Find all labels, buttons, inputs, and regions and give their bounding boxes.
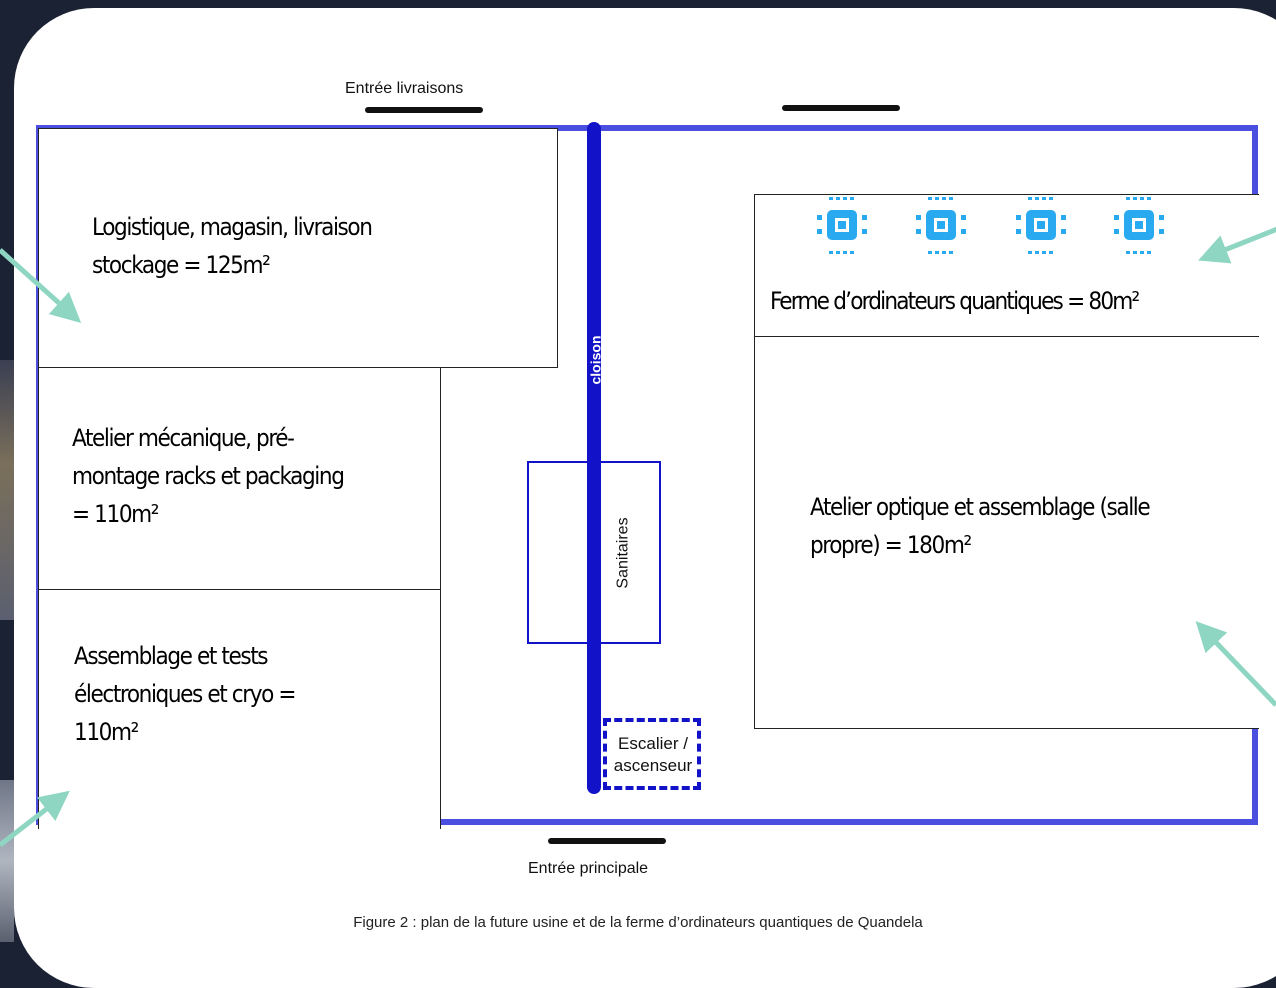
room-optics xyxy=(754,336,1259,729)
room-mechanics-line-3: = 110m² xyxy=(72,500,159,528)
room-logistics-line-2: stockage = 125m² xyxy=(92,251,271,279)
figure-caption: Figure 2 : plan de la future usine et de… xyxy=(353,914,923,931)
room-electronics-line-3: 110m² xyxy=(74,718,139,746)
room-optics-label: Atelier optique et assemblage (salle pro… xyxy=(810,488,1151,564)
background-photo-strip xyxy=(0,360,14,620)
cpu-chip-icon xyxy=(817,197,867,254)
room-electronics xyxy=(38,589,441,829)
main-entrance-label: Entrée principale xyxy=(528,860,649,877)
stairs-label-line-2: ascenseur xyxy=(613,756,693,775)
room-electronics-line-2: électroniques et cryo = xyxy=(74,680,296,708)
arrow-to-electronics xyxy=(0,790,70,847)
room-optics-line-2: propre) = 180m² xyxy=(810,531,972,559)
room-electronics-line-1: Assemblage et tests xyxy=(74,642,269,670)
room-optics-line-1: Atelier optique et assemblage (salle xyxy=(810,493,1151,521)
background-photo-strip xyxy=(0,780,14,942)
delivery-door xyxy=(365,107,483,113)
cpu-chip-icon xyxy=(916,197,966,254)
cpu-chip-icon xyxy=(1114,197,1164,254)
room-logistics-label: Logistique, magasin, livraison stockage … xyxy=(92,208,373,284)
main-door xyxy=(548,838,666,844)
cpu-chip-icon xyxy=(1016,197,1066,254)
side-door xyxy=(782,105,900,111)
partition-wall xyxy=(587,122,601,794)
room-mechanics-line-1: Atelier mécanique, pré- xyxy=(72,424,295,452)
arrow-to-quantum-farm xyxy=(1198,226,1276,264)
room-logistics xyxy=(38,128,558,368)
arrow-to-optics xyxy=(1195,621,1276,707)
stairs-label-line-1: Escalier / xyxy=(618,734,688,753)
arrow-to-logistics xyxy=(0,248,82,324)
room-quantum-farm-label: Ferme d’ordinateurs quantiques = 80m² xyxy=(770,287,1140,315)
room-mechanics-label: Atelier mécanique, pré- montage racks et… xyxy=(72,419,345,533)
room-logistics-line-1: Logistique, magasin, livraison xyxy=(92,213,373,241)
pointer-arrows xyxy=(0,226,1276,847)
room-electronics-label: Assemblage et tests électroniques et cry… xyxy=(74,637,296,751)
stairs-elevator xyxy=(603,718,701,790)
room-mechanics-line-2: montage racks et packaging xyxy=(72,462,345,490)
stairs-elevator-label: Escalier / ascenseur xyxy=(600,733,706,777)
delivery-entrance-label: Entrée livraisons xyxy=(345,80,464,97)
